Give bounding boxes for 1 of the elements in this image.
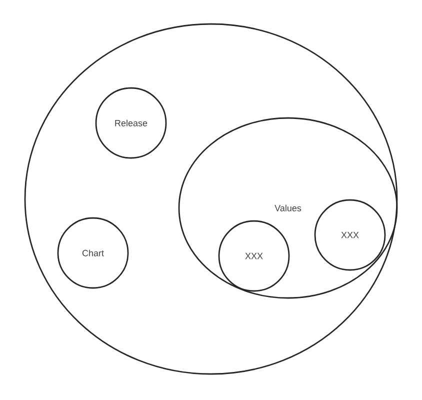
outer-ellipse [24, 23, 398, 375]
